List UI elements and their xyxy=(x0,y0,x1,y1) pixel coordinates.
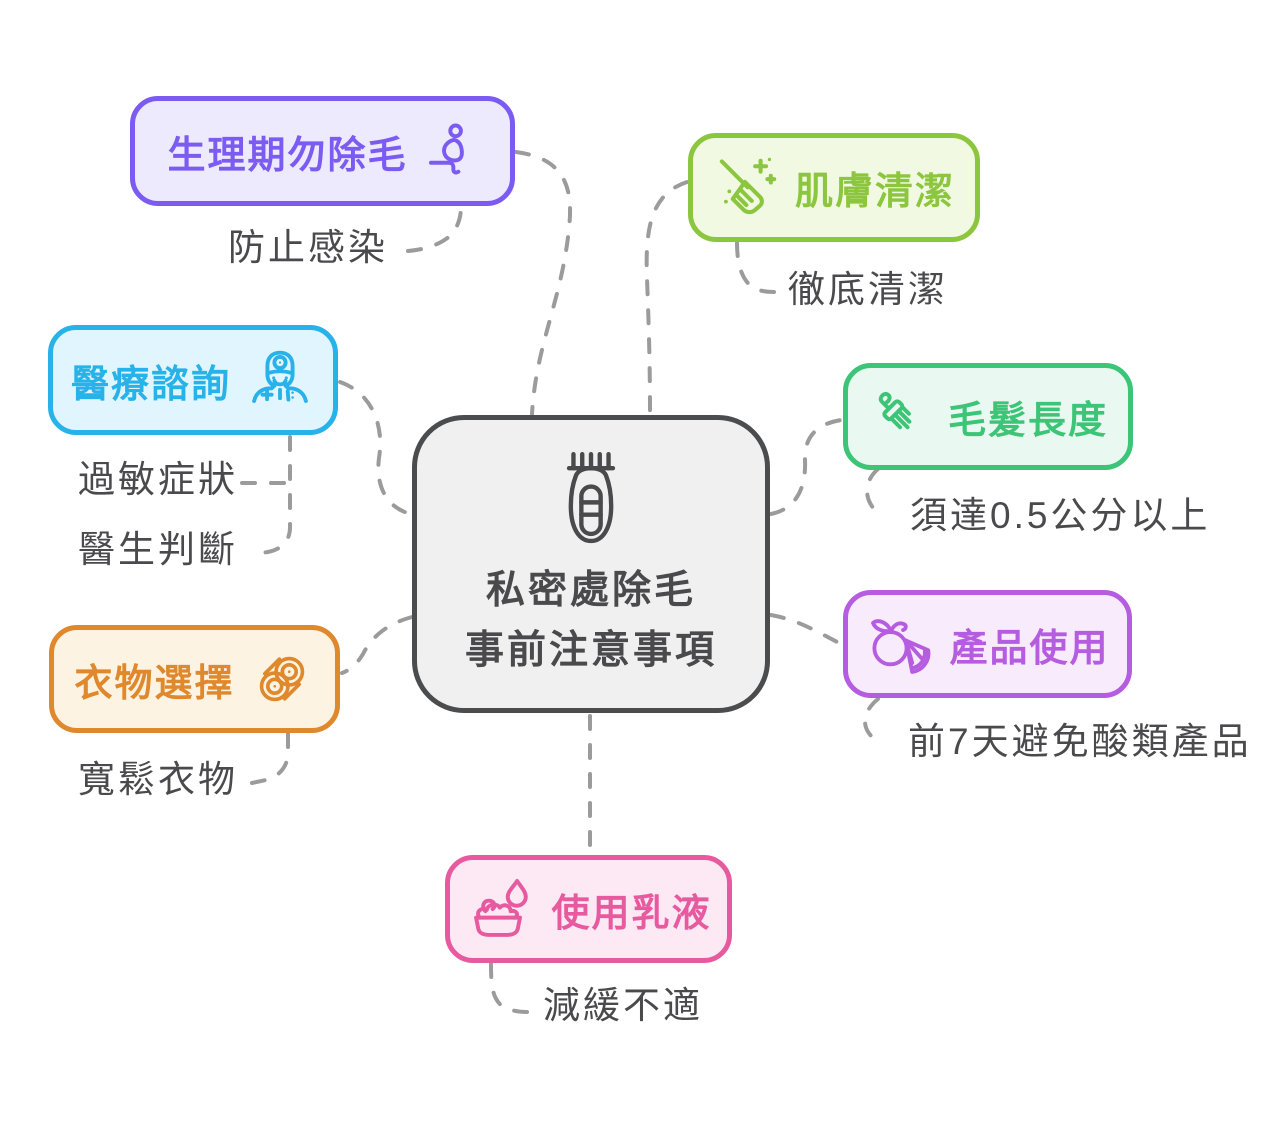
connector-clothing-note xyxy=(250,732,290,785)
branch-node-medical-consult: 醫療諮詢 xyxy=(48,325,338,435)
lotion-drop-icon xyxy=(466,873,538,945)
doctor-icon xyxy=(245,345,315,415)
branch-node-menstrual-period: 生理期勿除毛 xyxy=(130,96,515,206)
branch-label-use-lotion: 使用乳液 xyxy=(551,892,712,935)
connector-medical-notes-vertical xyxy=(251,435,292,556)
note-doctor-judgement: 醫生判斷 xyxy=(78,529,238,570)
center-title-line1: 私密處除毛 xyxy=(485,568,696,612)
paint-brush-icon xyxy=(868,384,934,450)
center-node: 私密處除毛 事前注意事項 xyxy=(412,415,770,713)
branch-label-menstrual-period: 生理期勿除毛 xyxy=(167,134,408,177)
broom-icon xyxy=(713,154,781,222)
note-avoid-acid-products: 前7天避免酸類產品 xyxy=(908,721,1252,762)
connector-center-product xyxy=(769,613,843,646)
connector-period-center xyxy=(514,150,572,416)
note-prevent-infection: 防止感染 xyxy=(228,227,388,268)
note-loose-clothing: 寬鬆衣物 xyxy=(78,759,238,800)
note-relieve-discomfort: 減緩不適 xyxy=(543,985,703,1026)
branch-label-hair-length: 毛髮長度 xyxy=(948,400,1109,442)
connector-skin-note xyxy=(735,241,776,294)
citrus-fruit-icon xyxy=(866,609,936,679)
connector-product-note xyxy=(863,697,884,746)
rope-coil-icon xyxy=(249,646,315,712)
branch-node-hair-length: 毛髮長度 xyxy=(843,363,1133,470)
center-title-line2: 事前注意事項 xyxy=(464,628,717,672)
branch-node-skin-cleansing: 肌膚清潔 xyxy=(688,133,980,242)
hair-trimmer-icon xyxy=(547,448,635,555)
connector-skin-center xyxy=(644,180,689,416)
connector-medical-center xyxy=(338,380,413,516)
branch-node-clothing-choice: 衣物選擇 xyxy=(49,625,340,733)
branch-label-skin-cleansing: 肌膚清潔 xyxy=(795,171,956,213)
note-min-length: 須達0.5公分以上 xyxy=(910,495,1211,536)
branch-label-medical-consult: 醫療諮詢 xyxy=(71,363,232,406)
note-thorough-clean: 徹底清潔 xyxy=(788,269,948,310)
connector-lotion-note xyxy=(489,962,529,1014)
branch-label-product-use: 產品使用 xyxy=(949,627,1110,670)
connector-center-hairlength xyxy=(769,418,843,516)
connector-clothing-center xyxy=(340,615,414,675)
connector-period-note xyxy=(406,204,463,253)
pregnant-person-icon xyxy=(422,117,478,185)
note-allergy-symptoms: 過敏症狀 xyxy=(78,459,238,500)
branch-label-clothing-choice: 衣物選擇 xyxy=(74,662,235,705)
branch-node-use-lotion: 使用乳液 xyxy=(445,855,732,963)
connector-hairlength-note xyxy=(865,467,880,515)
branch-node-product-use: 產品使用 xyxy=(843,590,1132,698)
